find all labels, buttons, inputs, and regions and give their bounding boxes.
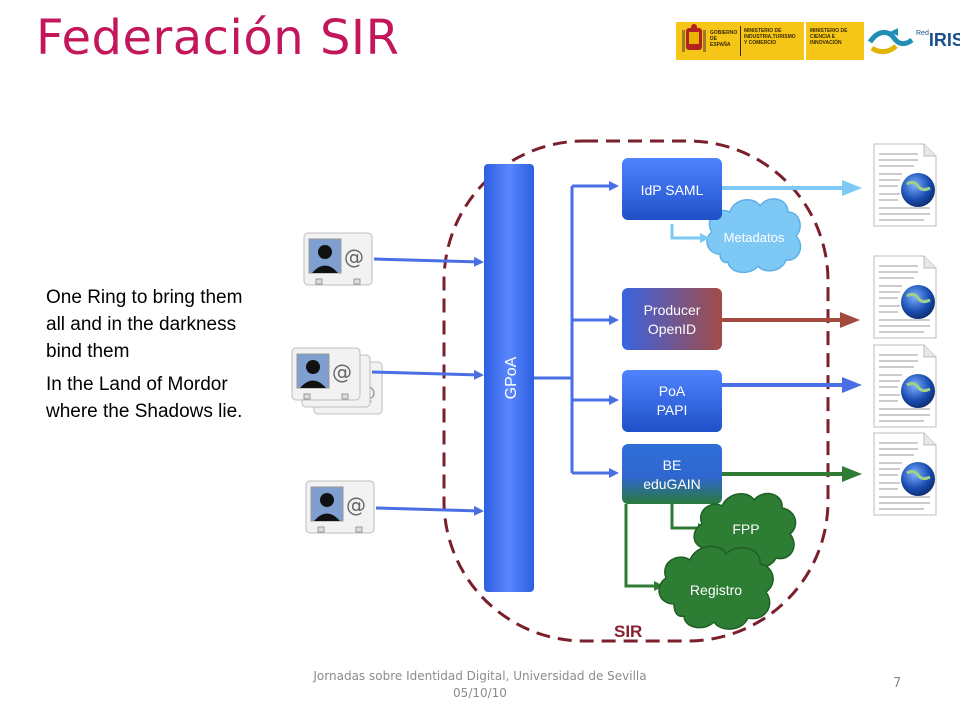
- rediris-emblem-icon: [868, 28, 914, 55]
- quote-part-2: In the Land of Mordor where the Shadows …: [46, 371, 242, 425]
- ministry-industria-label: MINISTERIO DE INDUSTRIA,TURISMO Y COMERC…: [744, 28, 796, 46]
- sir-label: SIR: [614, 622, 642, 641]
- idp-to-metadatos-arrow: [670, 224, 700, 240]
- ministry-ciencia-logo: MINISTERIO DE CIENCIA E INNOVACIÓN: [806, 22, 864, 60]
- openid-output-arrow: [722, 312, 860, 328]
- quote-line: where the Shadows lie.: [46, 401, 243, 422]
- quote-line: bind them: [46, 341, 130, 362]
- gpoa-bar: [484, 164, 534, 592]
- user-card-icon: @: [305, 480, 375, 534]
- rediris-prefix: Red: [916, 30, 929, 37]
- quote-line: In the Land of Mordor: [46, 374, 228, 395]
- edugain-to-fpp-arrow: [670, 504, 700, 530]
- service-label: eduGAIN: [643, 476, 701, 492]
- gpoa-label: GPoA: [503, 356, 520, 399]
- web-document-icon: [873, 344, 937, 428]
- service-label: Producer: [644, 302, 701, 318]
- footer-event: Jornadas sobre Identidad Digital, Univer…: [313, 669, 647, 683]
- fpp-label: FPP: [732, 521, 759, 537]
- idp-output-arrow: [722, 180, 862, 196]
- svg-text:@: @: [346, 493, 366, 517]
- sir-boundary: [442, 139, 830, 643]
- user-to-gpoa-arrow: [375, 505, 484, 516]
- user-to-gpoa-arrow: [373, 256, 484, 267]
- rediris-label: IRIS: [928, 30, 960, 50]
- user-card-icon: @: [303, 232, 373, 286]
- service-box-be-edugain: BE eduGAIN: [622, 444, 722, 504]
- service-label: PoA: [659, 383, 686, 399]
- rediris-logo: RedIRIS: [916, 30, 960, 51]
- coat-of-arms-icon: [682, 24, 706, 52]
- user-card-stack-icon: @ @: [291, 347, 383, 415]
- registro-label: Registro: [690, 582, 742, 598]
- edugain-output-arrow: [722, 466, 862, 482]
- service-label: BE: [663, 457, 682, 473]
- service-label: IdP SAML: [641, 182, 704, 198]
- service-label: PAPI: [657, 402, 688, 418]
- page-number: 7: [893, 676, 902, 691]
- quote-line: One Ring to bring them: [46, 287, 243, 308]
- slide-title: Federación SIR: [36, 10, 400, 66]
- quote-line: all and in the darkness: [46, 314, 237, 335]
- papi-output-arrow: [722, 377, 862, 393]
- footer: Jornadas sobre Identidad Digital, Univer…: [280, 668, 680, 702]
- metadatos-label: Metadatos: [724, 230, 785, 245]
- service-box-poa-papi: PoA PAPI: [622, 370, 722, 432]
- service-label: OpenID: [648, 321, 696, 337]
- edugain-to-registro-arrow: [624, 504, 656, 588]
- svg-text:@: @: [332, 360, 352, 384]
- svg-text:@: @: [344, 245, 364, 269]
- web-document-icon: [873, 432, 937, 516]
- footer-date: 05/10/10: [453, 686, 507, 700]
- ministry-ciencia-label: MINISTERIO DE CIENCIA E INNOVACIÓN: [810, 28, 848, 46]
- gov-label: GOBIERNO DE ESPAÑA: [710, 30, 738, 48]
- logo-divider: [740, 26, 741, 56]
- service-box-producer-openid: Producer OpenID: [622, 288, 722, 350]
- quote-part-1: One Ring to bring them all and in the da…: [46, 284, 242, 365]
- web-document-icon: [873, 255, 937, 339]
- ministry-industria-logo: GOBIERNO DE ESPAÑA MINISTERIO DE INDUSTR…: [676, 22, 804, 60]
- institution-logos: GOBIERNO DE ESPAÑA MINISTERIO DE INDUSTR…: [676, 22, 960, 62]
- registro-cloud: Registro: [658, 545, 774, 630]
- user-to-gpoa-arrow: [371, 369, 484, 380]
- web-document-icon: [873, 143, 937, 227]
- service-box-idp-saml: IdP SAML: [622, 158, 722, 220]
